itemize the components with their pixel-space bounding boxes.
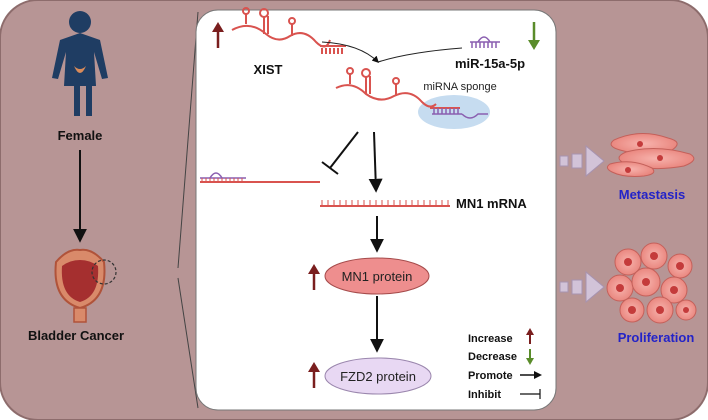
arrow-complex-to-mn1mrna — [368, 131, 383, 193]
mn1-protein-node — [324, 257, 430, 295]
mn1-increase-arrow — [308, 264, 320, 290]
legend-increase-label: Increase — [468, 333, 513, 345]
xist-label: XIST — [254, 62, 283, 77]
mn1-mrna-label: MN1 mRNA — [456, 196, 527, 211]
mn1-mrna-strand — [320, 200, 450, 207]
proliferation-label: Proliferation — [618, 330, 695, 345]
inhibit-arrow — [321, 131, 359, 175]
fzd2-protein-label: FZD2 protein — [340, 369, 416, 384]
mn1-protein-label: MN1 protein — [342, 269, 413, 284]
bladder-cancer-label: Bladder Cancer — [28, 328, 124, 343]
block-arrow-metastasis — [559, 144, 605, 178]
fzd2-increase-arrow — [308, 362, 320, 388]
female-label: Female — [58, 128, 103, 143]
xist-sponge-complex — [335, 67, 490, 129]
legend-increase-icon — [526, 328, 534, 344]
legend-promote-icon — [520, 371, 542, 379]
legend: Increase Decrease Promote Inhibit — [468, 328, 542, 401]
legend-decrease-label: Decrease — [468, 351, 517, 363]
legend-inhibit-label: Inhibit — [468, 389, 501, 401]
xist-rna — [231, 7, 346, 54]
arrow-xist-to-complex — [321, 41, 379, 63]
inhibited-mrna-strand — [200, 172, 320, 183]
zoom-line-bottom — [177, 277, 199, 409]
zoom-line-top — [177, 11, 199, 269]
mirna-decrease-arrow — [528, 22, 540, 50]
mirna-label: miR-15a-5p — [455, 56, 525, 71]
bladder-icon — [54, 248, 106, 323]
arrow-mirna-to-complex — [377, 47, 463, 63]
metastasis-label: Metastasis — [619, 187, 685, 202]
fzd2-protein-node — [324, 357, 432, 395]
legend-inhibit-icon — [520, 389, 541, 399]
proliferation-cells-icon — [606, 242, 697, 324]
mirna-strand — [470, 36, 500, 48]
legend-promote-label: Promote — [468, 370, 513, 382]
legend-decrease-icon — [526, 349, 534, 365]
tumor-zoom-circle — [91, 259, 117, 285]
block-arrow-proliferation — [559, 270, 605, 304]
metastasis-cells-icon — [606, 133, 695, 177]
female-icon — [52, 11, 108, 116]
sponge-label: miRNA sponge — [423, 81, 496, 93]
xist-increase-arrow — [212, 22, 224, 48]
